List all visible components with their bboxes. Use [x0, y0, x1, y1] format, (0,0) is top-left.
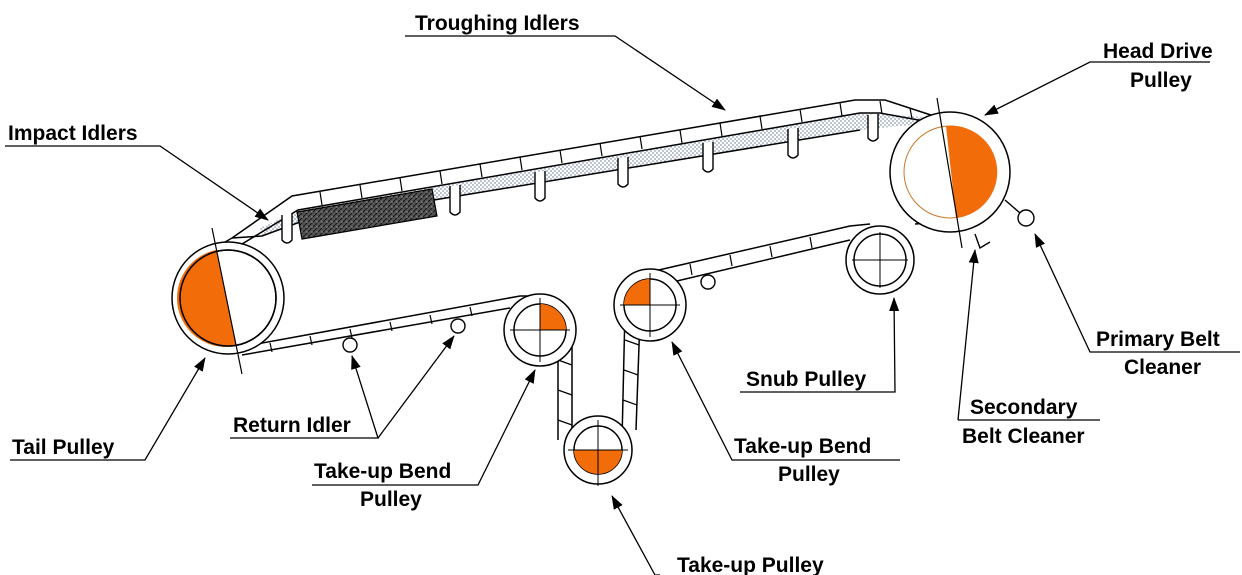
return-idler — [450, 318, 466, 334]
label-primary-cleaner-line1: Primary Belt — [1096, 328, 1220, 351]
leader-lines — [5, 35, 1240, 575]
return-idler — [700, 274, 716, 290]
label-snub-pulley: Snub Pulley — [746, 368, 867, 391]
troughing-idler-brackets — [281, 114, 879, 244]
return-idler — [342, 337, 358, 353]
leader-impact — [5, 145, 269, 221]
takeup-pulley — [563, 415, 633, 486]
label-return-idler: Return Idler — [233, 414, 351, 437]
label-secondary-cleaner-line1: Secondary — [970, 396, 1078, 419]
label-primary-cleaner-line2: Cleaner — [1124, 356, 1201, 379]
label-takeup-bend-left-line1: Take-up Bend — [314, 460, 451, 483]
leader-troughing — [405, 35, 726, 111]
takeup-bend-pulley-right — [613, 268, 687, 342]
label-takeup-bend-right-line2: Pulley — [778, 463, 840, 486]
leader-head-drive — [984, 61, 1210, 116]
label-impact-idlers: Impact Idlers — [8, 122, 138, 145]
leader-takeup — [611, 495, 660, 575]
leader-return-2 — [377, 335, 455, 439]
conveyed-material — [260, 112, 940, 236]
label-tail-pulley: Tail Pulley — [12, 436, 115, 459]
leader-tail — [10, 357, 206, 461]
label-troughing-idlers: Troughing Idlers — [415, 12, 580, 35]
label-takeup-pulley: Take-up Pulley — [677, 554, 824, 575]
label-takeup-bend-left-line2: Pulley — [360, 488, 422, 511]
impact-idler-bed — [296, 188, 438, 240]
carry-belt — [231, 99, 941, 245]
snub-pulley — [845, 225, 915, 295]
label-secondary-cleaner-line2: Belt Cleaner — [962, 425, 1085, 448]
head-drive-pulley — [889, 97, 1011, 249]
leader-takeup-bend-right — [671, 341, 900, 461]
label-head-drive-line1: Head Drive — [1103, 40, 1213, 63]
labels: Troughing Idlers Head Drive Pulley Impac… — [8, 12, 1220, 575]
leader-takeup-bend-left — [312, 369, 536, 486]
return-belt — [219, 221, 946, 441]
secondary-belt-cleaner — [974, 233, 991, 250]
label-takeup-bend-right-line1: Take-up Bend — [734, 435, 871, 458]
takeup-bend-pulley-left — [503, 293, 577, 367]
label-head-drive-line2: Pulley — [1130, 69, 1192, 92]
leader-primary — [1034, 233, 1240, 353]
tail-pulley — [171, 227, 285, 375]
leader-snub — [740, 297, 900, 393]
primary-belt-cleaner — [1004, 199, 1035, 227]
return-idlers — [342, 274, 716, 353]
